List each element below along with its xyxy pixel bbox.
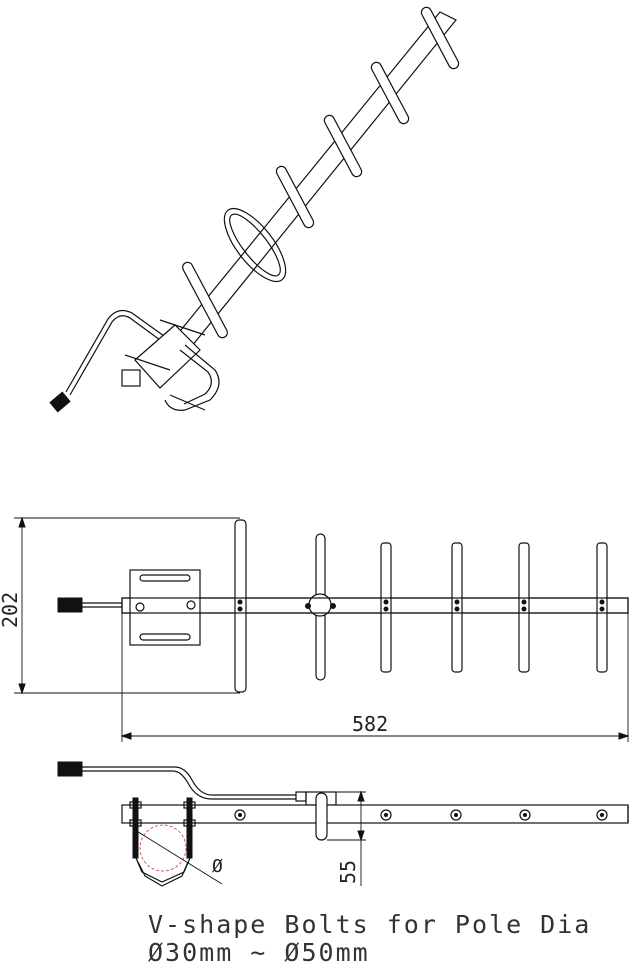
side-connector — [57, 761, 83, 777]
side-boom — [121, 804, 629, 824]
dimension-clearance-label: 55 — [336, 860, 360, 884]
front-view: 202 582 — [0, 516, 629, 742]
iso-connector — [49, 391, 71, 413]
caption-line-1: V-shape Bolts for Pole Dia — [148, 910, 591, 939]
dimension-height-label: 202 — [0, 592, 22, 628]
dimension-clearance: 55 — [327, 790, 366, 886]
front-connector — [57, 597, 83, 613]
caption-line-2: Ø30mm ~ Ø50mm — [148, 938, 370, 966]
iso-driven-dipole — [223, 207, 287, 283]
iso-bracket — [121, 319, 220, 411]
dimension-length-label: 582 — [352, 712, 388, 736]
iso-elements — [182, 6, 460, 339]
dimension-height: 202 — [0, 516, 240, 695]
front-reflector — [234, 519, 247, 693]
iso-cable — [69, 315, 161, 396]
side-cable — [82, 766, 296, 796]
side-view: Ø 55 — [57, 761, 629, 887]
side-bracket: Ø — [129, 797, 223, 887]
side-driven-dipole — [315, 792, 328, 841]
dimension-length: 582 — [120, 613, 629, 742]
diameter-symbol: Ø — [212, 856, 223, 877]
pole-outline — [139, 824, 187, 872]
isometric-view — [49, 6, 460, 413]
iso-boom — [149, 11, 457, 379]
